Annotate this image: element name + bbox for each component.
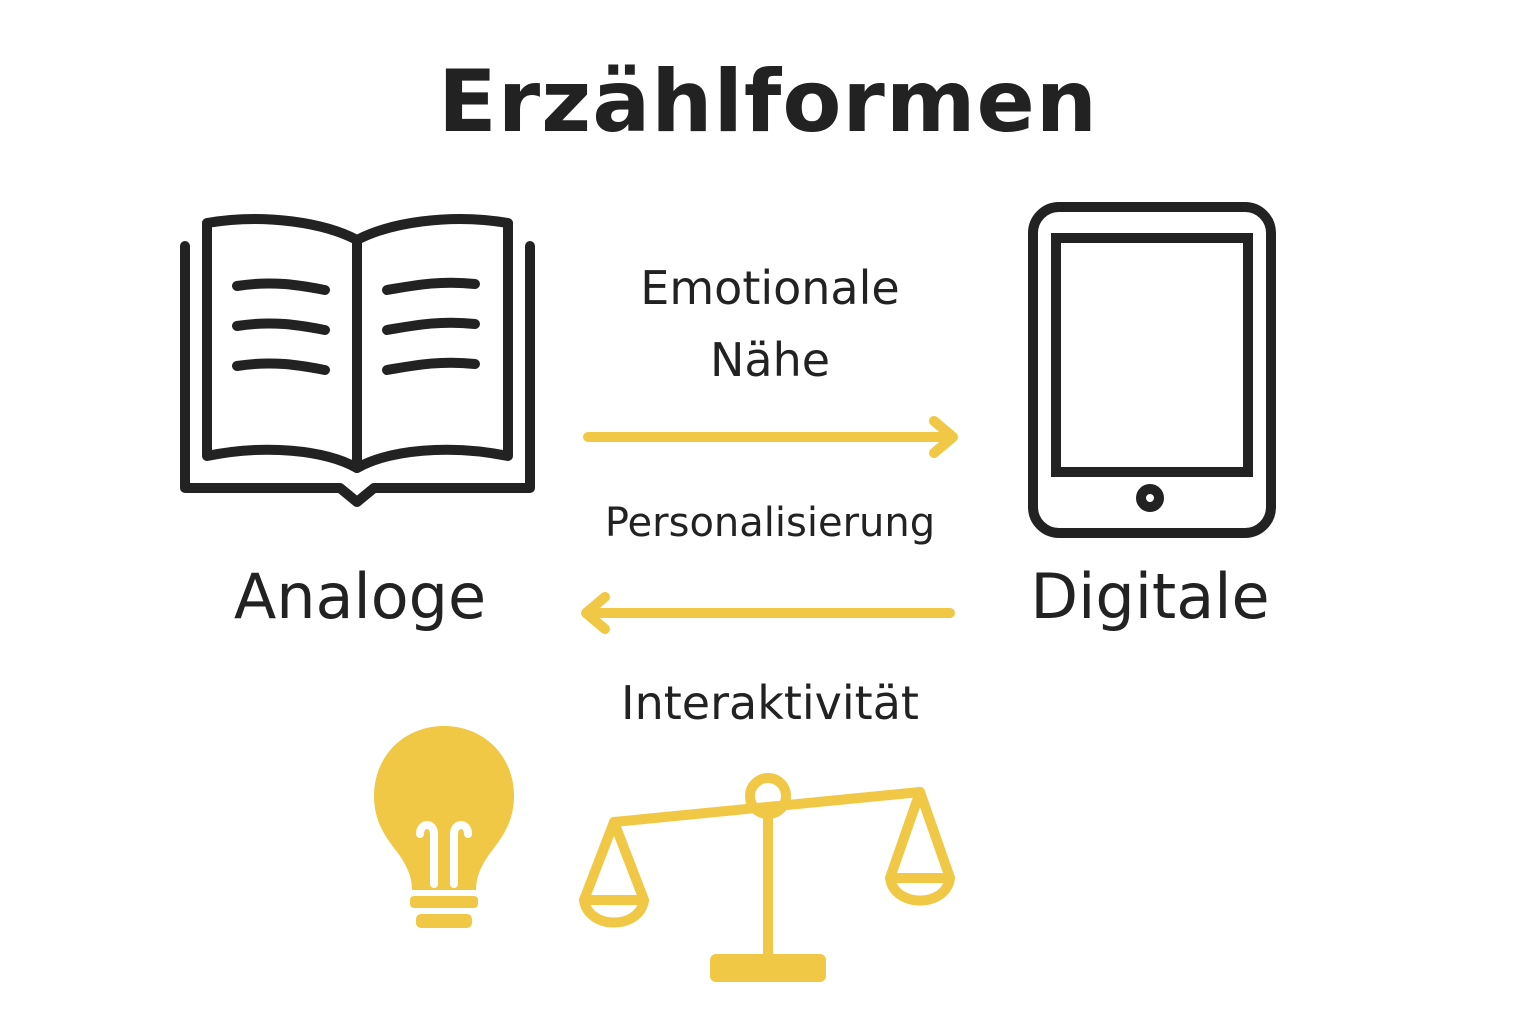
node-label-analog: Analoge bbox=[233, 560, 487, 633]
connection-label-emotional: Emotionale Nähe bbox=[560, 252, 980, 396]
tablet-icon bbox=[1028, 202, 1276, 538]
lightbulb-icon bbox=[374, 726, 514, 928]
arrow-left bbox=[581, 592, 955, 634]
connection-label-personalization: Personalisierung bbox=[604, 500, 936, 546]
balance-scale-icon bbox=[579, 773, 955, 982]
diagram-title: Erzählformen bbox=[437, 52, 1099, 152]
open-book-icon bbox=[180, 214, 535, 507]
connection-label-emotional-line1: Emotionale bbox=[640, 261, 900, 315]
arrow-right bbox=[583, 416, 958, 458]
connection-label-emotional-line2: Nähe bbox=[709, 333, 831, 387]
connection-label-interactivity: Interaktivität bbox=[621, 676, 919, 730]
node-label-digital: Digitale bbox=[1030, 560, 1270, 633]
